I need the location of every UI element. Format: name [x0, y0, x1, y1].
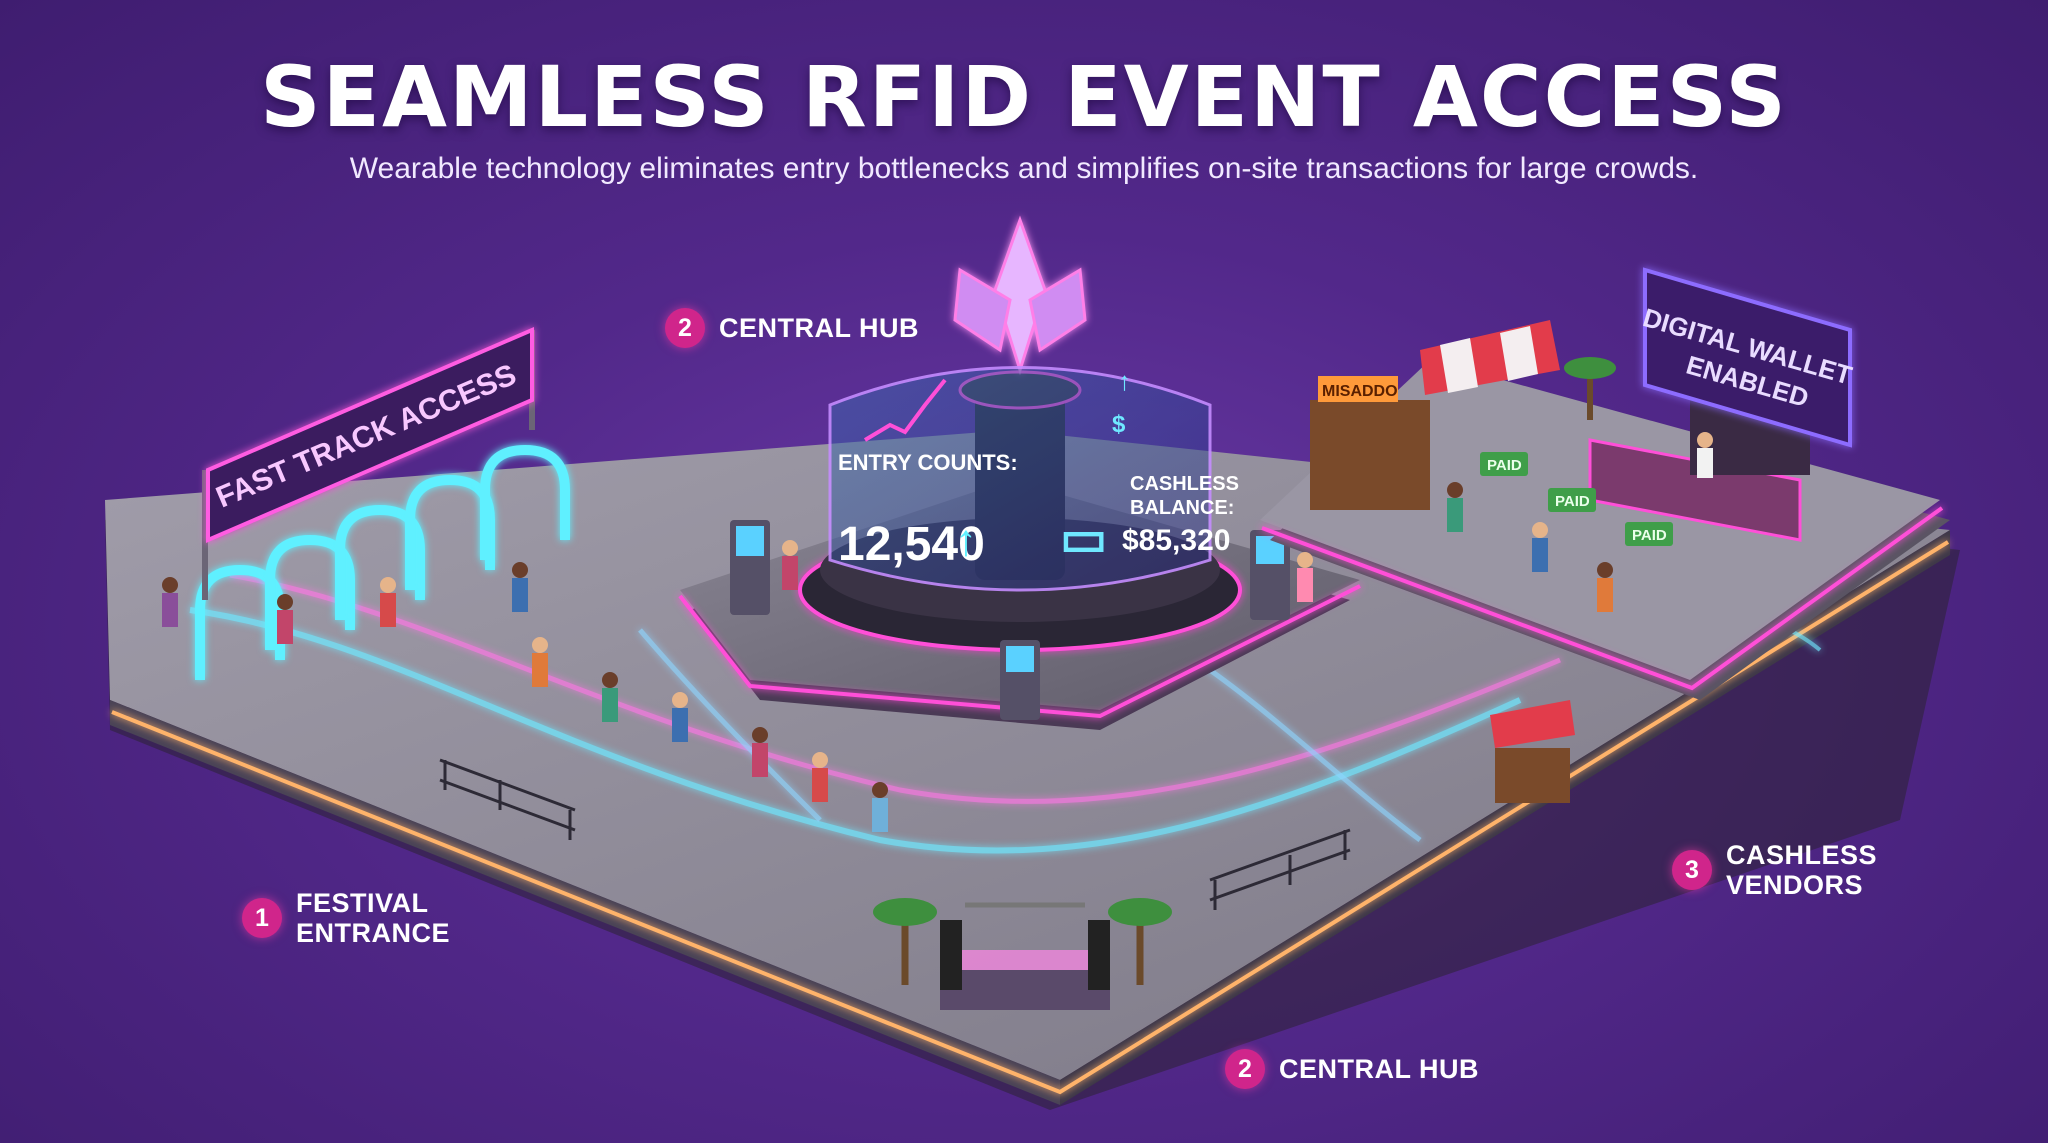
palm-trees [873, 357, 1616, 985]
callout-cashless-vendors: 3 CASHLESS VENDORS [1672, 840, 1877, 900]
callout-number: 2 [665, 308, 705, 348]
balance-value: $85,320 [1122, 524, 1230, 557]
balance-label-2: BALANCE: [1130, 497, 1234, 519]
paid-badge-2: PAID [1555, 493, 1590, 510]
callout-label: CENTRAL HUB [719, 313, 919, 343]
crowd-barriers [439, 758, 1351, 910]
digital-wallet-sign: DIGITAL WALLET ENABLED [1640, 267, 1855, 448]
callout-label: CASHLESS VENDORS [1726, 840, 1878, 900]
small-stall [1490, 700, 1575, 803]
callout-label: CENTRAL HUB [1279, 1054, 1479, 1084]
vendor-sign-text: MISADDO [1322, 383, 1398, 400]
page-subtitle: Wearable technology eliminates entry bot… [349, 152, 1699, 185]
entry-counts-label: ENTRY COUNTS: [838, 450, 1018, 475]
callout-number: 2 [1225, 1049, 1265, 1089]
callout-central-hub-top: 2 CENTRAL HUB [665, 308, 919, 348]
music-stage [940, 902, 1110, 1010]
crowd [162, 432, 1713, 832]
balance-label-1: CASHLESS [1130, 473, 1239, 495]
arrow-up-icon: ↑ [1118, 366, 1131, 396]
callout-central-hub-bottom: 2 CENTRAL HUB [1225, 1049, 1479, 1089]
callout-festival-entrance: 1 FESTIVAL ENTRANCE [242, 888, 450, 948]
callout-label: FESTIVAL ENTRANCE [296, 888, 451, 948]
entry-arrow-icon: ↑ [955, 516, 977, 565]
crystal-icon [953, 215, 1087, 376]
dollar-icon: $ [1112, 411, 1126, 438]
callout-number: 1 [242, 898, 282, 938]
page-title: SEAMLESS RFID EVENT ACCESS [260, 48, 1788, 146]
paid-badges: PAID PAID PAID [1480, 452, 1673, 546]
paid-badge-3: PAID [1632, 527, 1667, 544]
entry-counts-value: 12,540 [838, 518, 985, 571]
entrance-gates [195, 444, 570, 680]
trend-chart-icon [863, 378, 947, 442]
platform-edge-light [111, 540, 1950, 1095]
paid-badge-1: PAID [1487, 457, 1522, 474]
kiosks [730, 520, 1290, 720]
vendor-stall: MISADDO [1310, 320, 1560, 510]
wallet-icon: ▭ [1060, 510, 1107, 566]
callout-number: 3 [1672, 850, 1712, 890]
hologram-ring: ↑ $ ENTRY COUNTS: 12,540 ↑ ▭ CASHLESS BA… [828, 366, 1239, 592]
